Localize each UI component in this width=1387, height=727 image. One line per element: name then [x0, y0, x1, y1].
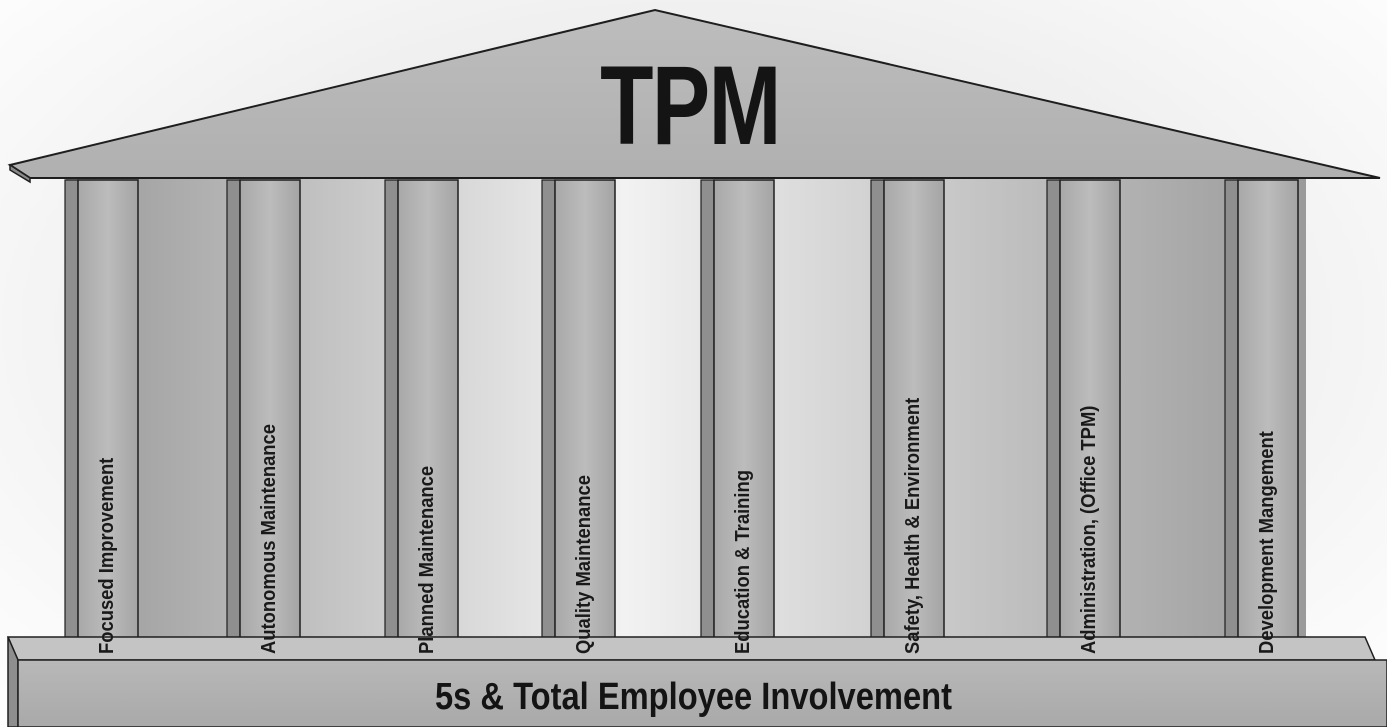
- base-title: 5s & Total Employee Involvement: [435, 676, 952, 718]
- roof-edge: [9, 163, 31, 184]
- pillar-label: Development Mangement: [1256, 431, 1278, 654]
- pillar-side: [1224, 179, 1239, 664]
- pillar-label: Education & Training: [732, 469, 754, 654]
- pillar-label: Safety, Health & Environment: [902, 397, 924, 654]
- pillar-label: Planned Maintenance: [416, 465, 438, 654]
- pillar-side: [64, 179, 79, 664]
- pillar-shapes: [64, 179, 1299, 664]
- pillar-side: [700, 179, 715, 664]
- pillar-side: [541, 179, 556, 664]
- pillar-side: [870, 179, 885, 664]
- pillar-label: Focused Improvement: [96, 457, 118, 654]
- pillar-side: [1046, 179, 1061, 664]
- roof-title: TPM: [600, 43, 781, 168]
- pillar: [1237, 179, 1299, 664]
- pillar: [239, 179, 301, 664]
- base-side-face: [7, 636, 19, 727]
- base-top-face: [6, 636, 1377, 661]
- base-front-face: [17, 659, 1387, 727]
- pillar-side: [384, 179, 399, 664]
- pillar-label: Quality Maintenance: [573, 475, 595, 654]
- pillar: [77, 179, 139, 664]
- pillar-side: [226, 179, 241, 664]
- pillar: [397, 179, 459, 664]
- pillar: [883, 179, 945, 664]
- pillar: [554, 179, 616, 664]
- pillar: [1059, 179, 1121, 664]
- pillar-label: Autonomous Maintenance: [258, 423, 280, 654]
- pillar-label: Administration, (Office TPM): [1078, 405, 1100, 654]
